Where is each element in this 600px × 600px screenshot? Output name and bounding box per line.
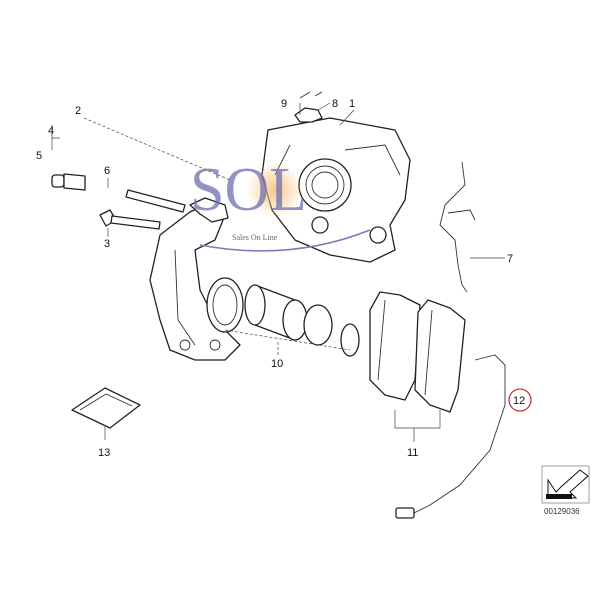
callout-8: 8 <box>332 98 338 110</box>
bolt-3 <box>99 209 161 230</box>
grease-packet <box>71 387 141 429</box>
watermark-text: SOL <box>190 156 307 224</box>
callout-2: 2 <box>75 105 81 117</box>
callout-10: 10 <box>271 358 283 370</box>
callout-4: 4 <box>48 125 54 137</box>
brake-pads <box>369 291 466 413</box>
bushing-4-5 <box>51 173 86 191</box>
callout-12-highlight-circle <box>508 388 532 412</box>
callout-13: 13 <box>98 447 110 459</box>
view-direction-icon <box>541 465 590 504</box>
piston-seal-kit <box>206 277 360 357</box>
wear-sensor <box>395 354 506 519</box>
callout-7: 7 <box>507 253 513 265</box>
callout-9: 9 <box>281 98 287 110</box>
leader-lines <box>51 102 505 442</box>
bleeder-clip <box>294 91 323 123</box>
caliper-housing <box>261 117 411 263</box>
callout-1: 1 <box>349 98 355 110</box>
watermark-tagline: Sales On Line <box>232 233 278 242</box>
diagram-code: 00129036 <box>544 507 580 516</box>
callout-11: 11 <box>407 447 418 459</box>
callout-3: 3 <box>104 238 110 250</box>
anti-rattle-spring <box>439 161 476 293</box>
callout-6: 6 <box>104 165 110 177</box>
callout-5: 5 <box>36 150 42 162</box>
callout-12: 12 <box>513 395 525 407</box>
watermark-logo: SOL Sales On Line <box>190 156 371 252</box>
guide-bolt-6 <box>125 189 186 213</box>
